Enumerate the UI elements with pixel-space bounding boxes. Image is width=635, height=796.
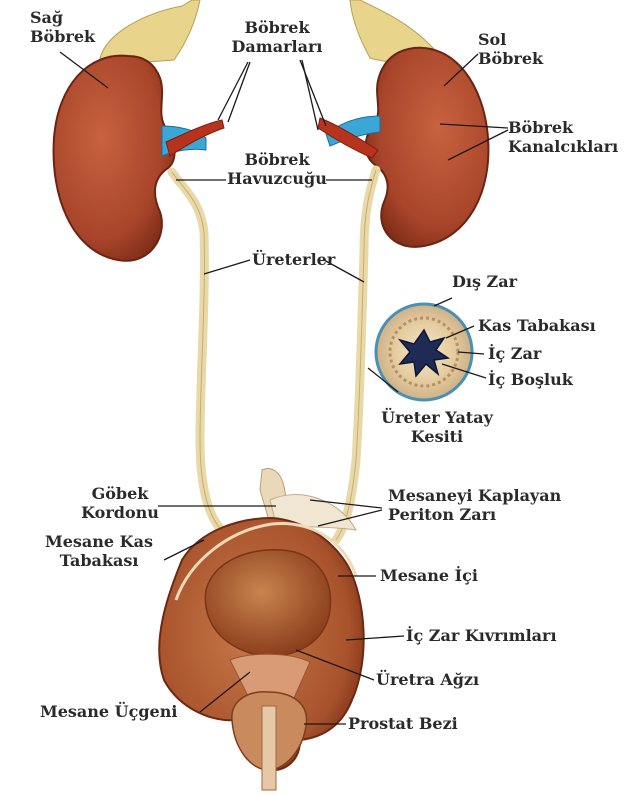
- label-umbilical-cord-line1: Göbek: [80, 484, 160, 503]
- label-umbilical-cord: Göbek Kordonu: [80, 484, 160, 522]
- right-renal-artery: [166, 120, 224, 156]
- right-ureter: [172, 172, 228, 536]
- label-renal-vessels: Böbrek Damarları: [222, 18, 332, 56]
- left-ureter: [336, 170, 376, 540]
- label-right-kidney: Sağ Böbrek: [30, 8, 95, 46]
- label-bladder-muscle: Mesane Kas Tabakası: [34, 532, 164, 570]
- label-peritoneum-line2: Periton Zarı: [388, 505, 561, 524]
- label-umbilical-cord-line2: Kordonu: [80, 503, 160, 522]
- label-urethral-opening: Üretra Ağzı: [376, 670, 479, 689]
- label-renal-vessels-line1: Böbrek: [222, 18, 332, 37]
- label-bladder-interior: Mesane İçi: [380, 566, 478, 585]
- label-left-kidney: Sol Böbrek: [478, 30, 543, 68]
- label-trigone: Mesane Üçgeni: [40, 702, 177, 721]
- label-renal-tubules-line2: Kanalcıkları: [508, 137, 618, 156]
- right-adrenal-fat: [100, 0, 200, 62]
- bladder-inner-cavity: [205, 550, 330, 656]
- label-renal-vessels-line2: Damarları: [222, 37, 332, 56]
- label-inner-layer: İç Zar: [488, 344, 541, 363]
- label-ureter-cross-section: Üreter Yatay Kesiti: [372, 408, 502, 446]
- right-kidney: [54, 56, 175, 261]
- label-lumen: İç Boşluk: [488, 370, 573, 389]
- label-left-kidney-line1: Sol: [478, 30, 543, 49]
- label-renal-pelvis-line2: Havuzcuğu: [222, 169, 332, 188]
- label-left-kidney-line2: Böbrek: [478, 49, 543, 68]
- label-muscle-layer: Kas Tabakası: [478, 316, 596, 335]
- label-renal-pelvis-line1: Böbrek: [222, 150, 332, 169]
- label-renal-pelvis: Böbrek Havuzcuğu: [222, 150, 332, 188]
- label-peritoneum-line1: Mesaneyi Kaplayan: [388, 486, 561, 505]
- label-bladder-muscle-line1: Mesane Kas: [34, 532, 164, 551]
- label-renal-tubules-line1: Böbrek: [508, 118, 618, 137]
- label-peritoneum: Mesaneyi Kaplayan Periton Zarı: [388, 486, 561, 524]
- left-kidney: [366, 48, 489, 247]
- label-prostate: Prostat Bezi: [348, 714, 458, 733]
- label-ureter-cross-section-line2: Kesiti: [372, 427, 502, 446]
- label-right-kidney-line2: Böbrek: [30, 27, 95, 46]
- label-mucosal-folds: İç Zar Kıvrımları: [406, 626, 557, 645]
- label-ureter-cross-section-line1: Üreter Yatay: [372, 408, 502, 427]
- label-bladder-muscle-line2: Tabakası: [34, 551, 164, 570]
- urethra-shape: [262, 706, 276, 790]
- label-ureters: Üreterler: [252, 250, 335, 269]
- label-renal-tubules: Böbrek Kanalcıkları: [508, 118, 618, 156]
- label-outer-layer: Dış Zar: [452, 272, 517, 291]
- label-right-kidney-line1: Sağ: [30, 8, 95, 27]
